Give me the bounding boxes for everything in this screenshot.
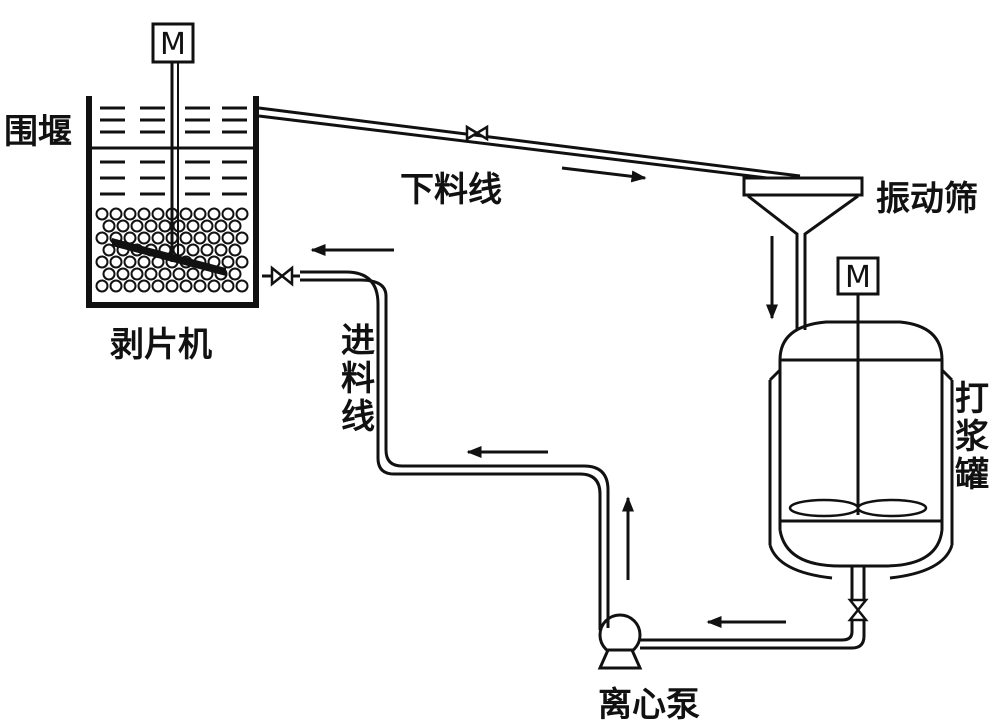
bead <box>228 219 242 233</box>
bead <box>116 219 130 233</box>
motor-2-label: M <box>845 260 871 295</box>
bead <box>95 279 109 293</box>
bead <box>221 279 235 293</box>
motor-1-label: M <box>160 27 186 62</box>
bead <box>221 255 235 269</box>
vibrating-screen <box>742 176 864 330</box>
feed-line-pipe <box>262 265 610 630</box>
bead <box>186 267 200 281</box>
bead <box>144 219 158 233</box>
peeler-blade <box>112 238 226 276</box>
label-discharge-line: 下料线 <box>400 170 502 210</box>
bead <box>130 267 144 281</box>
bead <box>109 255 123 269</box>
bead <box>123 207 137 221</box>
bead <box>207 231 221 245</box>
bead <box>207 279 221 293</box>
motor-1: M <box>151 22 195 64</box>
bead <box>214 219 228 233</box>
bead <box>137 279 151 293</box>
label-peeler: 剥片机 <box>110 325 212 365</box>
bead <box>207 207 221 221</box>
bead <box>130 219 144 233</box>
bead <box>165 279 179 293</box>
bead <box>235 255 249 269</box>
bead <box>228 267 242 281</box>
bead <box>221 207 235 221</box>
bead <box>221 231 235 245</box>
bead <box>228 243 242 257</box>
bead <box>102 219 116 233</box>
centrifugal-pump <box>597 613 643 670</box>
bead <box>214 243 228 257</box>
label-vibrating-screen: 振动筛 <box>876 179 978 219</box>
bead <box>158 219 172 233</box>
bead <box>137 231 151 245</box>
bead <box>179 279 193 293</box>
bead <box>116 267 130 281</box>
label-centrifugal-pump: 离心泵 <box>598 685 700 725</box>
bead <box>102 267 116 281</box>
bead <box>172 267 186 281</box>
bead <box>137 255 151 269</box>
tank-to-pump-pipe <box>640 620 866 650</box>
flow-arrow-discharge <box>561 166 647 183</box>
bead <box>235 231 249 245</box>
peeler-vessel <box>86 62 259 308</box>
bead <box>109 279 123 293</box>
bead <box>123 255 137 269</box>
bead <box>186 219 200 233</box>
bead <box>95 231 109 245</box>
bead <box>158 267 172 281</box>
bead <box>200 243 214 257</box>
bead <box>186 243 200 257</box>
discharge-line-pipe <box>258 106 801 184</box>
tank-outlet-valve <box>847 598 869 622</box>
discharge-valve <box>465 124 489 142</box>
label-feed-line: 进料线 <box>341 321 375 437</box>
slurry-tank <box>768 294 954 622</box>
bead <box>193 279 207 293</box>
motor-2: M <box>836 256 880 296</box>
bead <box>123 279 137 293</box>
bead <box>179 231 193 245</box>
bead <box>95 255 109 269</box>
bead <box>137 207 151 221</box>
bead <box>179 207 193 221</box>
feed-valve <box>270 265 294 287</box>
bead <box>151 231 165 245</box>
bead <box>151 207 165 221</box>
bead <box>235 279 249 293</box>
label-slurry-tank: 打浆罐 <box>955 379 989 495</box>
bead <box>151 279 165 293</box>
bead <box>102 243 116 257</box>
bead <box>200 219 214 233</box>
bead <box>193 231 207 245</box>
label-weir: 围堰 <box>4 112 72 152</box>
bead <box>193 207 207 221</box>
bead <box>235 207 249 221</box>
bead <box>144 267 158 281</box>
bead <box>95 207 109 221</box>
bead <box>109 207 123 221</box>
